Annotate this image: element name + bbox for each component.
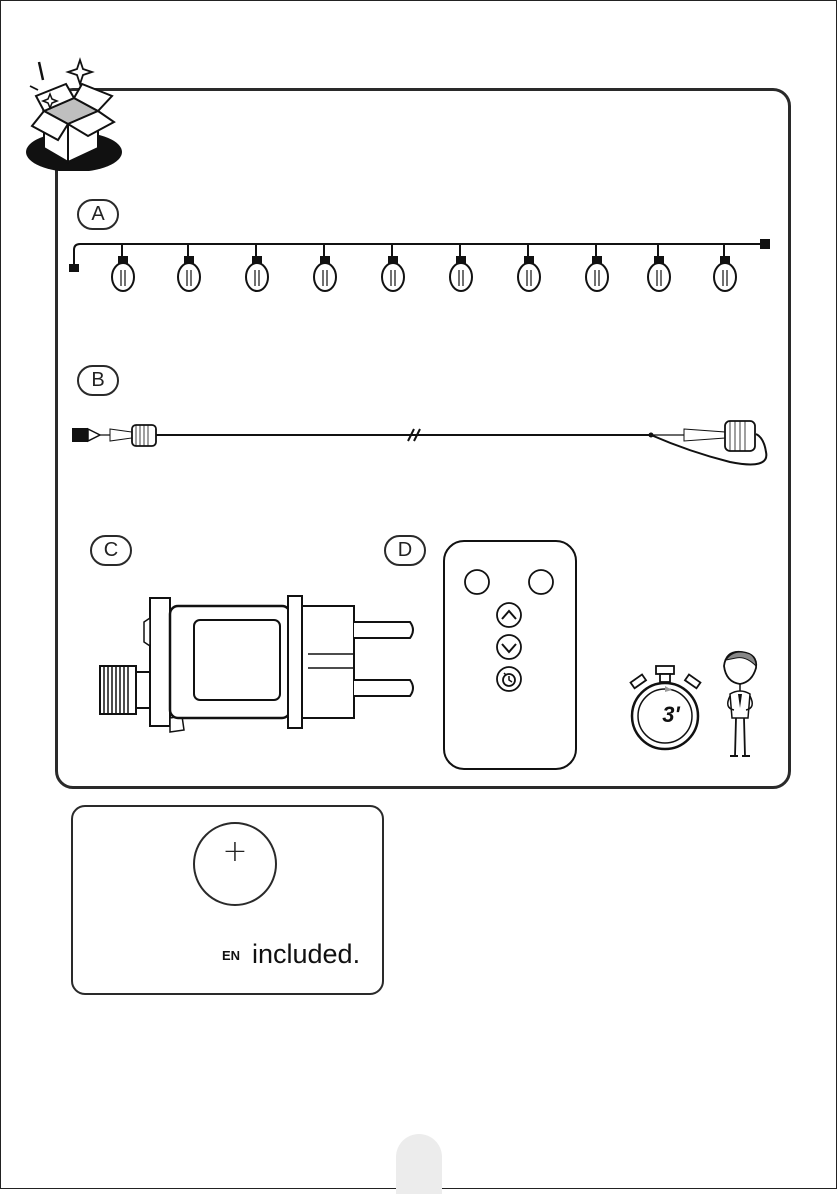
assembly-time-value: 3' bbox=[648, 702, 694, 728]
person-icon bbox=[716, 648, 766, 764]
battery-plus-symbol: + bbox=[193, 834, 277, 869]
item-label-d: D bbox=[384, 535, 426, 566]
power-adapter-icon bbox=[98, 592, 418, 746]
language-tag-en: EN bbox=[222, 948, 240, 963]
item-label-a: A bbox=[77, 199, 119, 230]
remote-control-icon bbox=[442, 539, 578, 775]
item-label-c: C bbox=[90, 535, 132, 566]
open-box-icon bbox=[22, 56, 127, 175]
extension-cable-icon bbox=[70, 412, 780, 476]
item-label-b: B bbox=[77, 365, 119, 396]
string-lights-icon bbox=[64, 230, 784, 304]
page-number-tab bbox=[396, 1134, 442, 1194]
battery-included-text: included. bbox=[252, 939, 360, 970]
